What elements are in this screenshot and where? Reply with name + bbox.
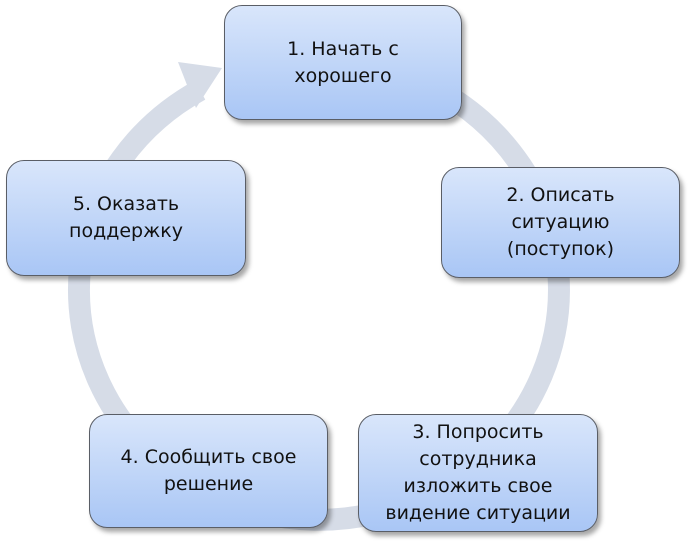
step-2-box: 2. Описать ситуацию (поступок): [441, 167, 680, 278]
step-1-box: 1. Начать с хорошего: [224, 5, 462, 120]
step-5-box: 5. Оказать поддержку: [6, 160, 246, 276]
arrowhead-icon: [178, 62, 222, 108]
step-3-box: 3. Попросить сотрудника изложить свое ви…: [358, 414, 598, 532]
step-4-box: 4. Сообщить свое решение: [89, 414, 328, 528]
